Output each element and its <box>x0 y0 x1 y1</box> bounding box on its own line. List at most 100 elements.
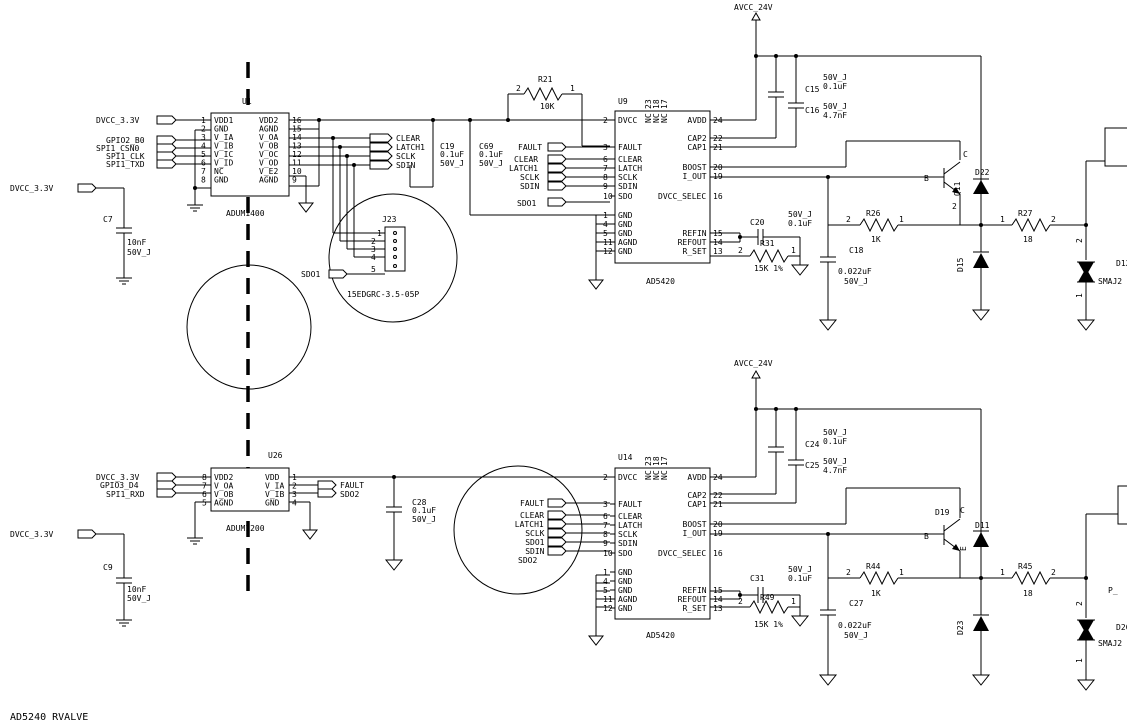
u1-pin-11-name: V_OD <box>259 159 278 168</box>
u14-pin-22-name: CAP2 <box>687 491 706 500</box>
u1-left-nets: DVCC_3.3V GPIO2_B0 SPI1_CSN0 SPI1_CLK SP… <box>96 115 211 212</box>
u1-right-nets: CLEAR LATCH1 SCLK SDIN <box>289 118 610 258</box>
net-dvcc-c7: DVCC_3.3V <box>10 184 54 193</box>
c7-capacitor: DVCC_3.3V C7 10nF 50V_J <box>10 183 151 285</box>
u14-gnd-nets <box>587 574 610 646</box>
u14-nc-18: NC <box>652 470 661 480</box>
svg-text:50V_J: 50V_J <box>788 565 812 574</box>
u9-pin-1-name: GND <box>618 211 633 220</box>
u9-pin-4-name: GND <box>618 220 633 229</box>
u26-pin-7-name: V_OA <box>214 482 233 491</box>
u9-dac: U9 AD5420 DVCC2FAULT3CLEAR6LATCH7SCLK8SD… <box>603 97 723 286</box>
svg-text:4: 4 <box>371 253 376 262</box>
svg-text:1K: 1K <box>871 589 881 598</box>
u9-nc-num-18: 18 <box>652 99 661 109</box>
u14-inputs-highlight-circle <box>453 465 583 595</box>
svg-text:R27: R27 <box>1018 209 1033 218</box>
u14-pin-24-name: AVDD <box>687 473 706 482</box>
u9-pin-9-name: SDIN <box>618 182 637 191</box>
svg-text:2: 2 <box>1075 601 1084 606</box>
u14-pin-9-num: 9 <box>603 539 608 548</box>
u14-pin-13-name: R_SET <box>683 604 707 613</box>
svg-text:50V_J: 50V_J <box>823 457 847 466</box>
svg-text:0.022uF: 0.022uF <box>838 267 872 276</box>
svg-text:SPI1_RXD: SPI1_RXD <box>106 490 145 499</box>
u14-pin-13-num: 13 <box>713 604 723 613</box>
svg-text:2: 2 <box>1051 215 1056 224</box>
footer-title: AD5240 RVALVE <box>10 712 88 722</box>
svg-text:1: 1 <box>1075 293 1084 298</box>
svg-text:18: 18 <box>1023 235 1033 244</box>
u26-pin-4-name: GND <box>265 499 280 508</box>
u1-pin-13-num: 13 <box>292 142 302 151</box>
j23-part: 15EDGRC-3.5-05P <box>347 290 419 299</box>
svg-text:C28: C28 <box>412 498 427 507</box>
svg-text:GPIO3_D4: GPIO3_D4 <box>100 481 139 490</box>
svg-text:AD5420: AD5420 <box>646 277 675 286</box>
svg-text:R44: R44 <box>866 562 881 571</box>
svg-text:C24: C24 <box>805 440 820 449</box>
u26-pin-8-name: VDD2 <box>214 473 233 482</box>
u14-pin-6-name: CLEAR <box>618 512 642 521</box>
u9-pin-10-num: 10 <box>603 192 613 201</box>
svg-text:R31: R31 <box>760 239 775 248</box>
svg-text:R45: R45 <box>1018 562 1033 571</box>
svg-text:SDO1: SDO1 <box>517 199 536 208</box>
u14-pin-6-num: 6 <box>603 512 608 521</box>
net-clear: CLEAR <box>396 134 420 143</box>
net-latch1: LATCH1 <box>396 143 425 152</box>
u14-pin-15-name: REFIN <box>683 586 707 595</box>
svg-text:SDO2: SDO2 <box>340 490 359 499</box>
u1-pin-7-num: 7 <box>201 167 206 176</box>
u1-pin-9-name: AGND <box>259 176 278 185</box>
u14-pin-2-num: 2 <box>603 473 608 482</box>
u9-pin-14-name: REFOUT <box>678 238 707 247</box>
u1-pin-7-name: NC <box>214 167 224 176</box>
u14-pin-8-num: 8 <box>603 530 608 539</box>
svg-text:1: 1 <box>1075 658 1084 663</box>
svg-text:C18: C18 <box>849 246 864 255</box>
u14-pin-4-num: 4 <box>603 577 608 586</box>
u14-pin-16-num: 16 <box>713 549 723 558</box>
svg-text:1: 1 <box>1000 568 1005 577</box>
svg-text:D15: D15 <box>956 257 965 272</box>
u1-pin-16-name: VDD2 <box>259 116 278 125</box>
u14-pin-3-name: FAULT <box>618 500 642 509</box>
svg-text:0.1uF: 0.1uF <box>823 437 847 446</box>
u1-pin-5-name: V_IC <box>214 150 233 159</box>
u9-pin-2-name: DVCC <box>618 116 637 125</box>
svg-text:50V_J: 50V_J <box>127 594 151 603</box>
svg-text:2: 2 <box>1075 238 1084 243</box>
svg-text:10nF: 10nF <box>127 585 146 594</box>
u14-pin-22-num: 22 <box>713 491 723 500</box>
svg-text:C: C <box>960 506 965 515</box>
barrier-highlight-circle <box>186 264 312 390</box>
svg-text:D2C: D2C <box>1116 623 1127 632</box>
svg-text:U26: U26 <box>268 451 283 460</box>
u14-pin-21-num: 21 <box>713 500 723 509</box>
svg-text:2: 2 <box>1051 568 1056 577</box>
u14-nc-num-18: 18 <box>652 456 661 466</box>
svg-text:E: E <box>959 546 968 551</box>
u9-pin-13-num: 13 <box>713 247 723 256</box>
u26-pin-2-num: 2 <box>292 482 297 491</box>
u14-pin-4-name: GND <box>618 577 633 586</box>
svg-text:50V_J: 50V_J <box>127 248 151 257</box>
svg-text:C19: C19 <box>440 142 455 151</box>
svg-text:1: 1 <box>791 246 796 255</box>
svg-text:50V_J: 50V_J <box>440 159 464 168</box>
u1-pin-8-name: GND <box>214 176 229 185</box>
u9-pin-2-num: 2 <box>603 116 608 125</box>
svg-text:SMAJ2: SMAJ2 <box>1098 277 1122 286</box>
u1-pin-3-num: 3 <box>201 133 206 142</box>
svg-text:C69: C69 <box>479 142 494 151</box>
svg-text:2: 2 <box>846 568 851 577</box>
u1-ref: U1 <box>242 97 252 106</box>
svg-text:B: B <box>924 174 929 183</box>
u1-pin-12-name: V_OC <box>259 150 278 159</box>
u14-pin-11-name: AGND <box>618 595 637 604</box>
svg-text:50V_J: 50V_J <box>479 159 503 168</box>
u14-nc-num-23: 23 <box>644 456 653 466</box>
net-spi1-txd: SPI1_TXD <box>106 160 145 169</box>
